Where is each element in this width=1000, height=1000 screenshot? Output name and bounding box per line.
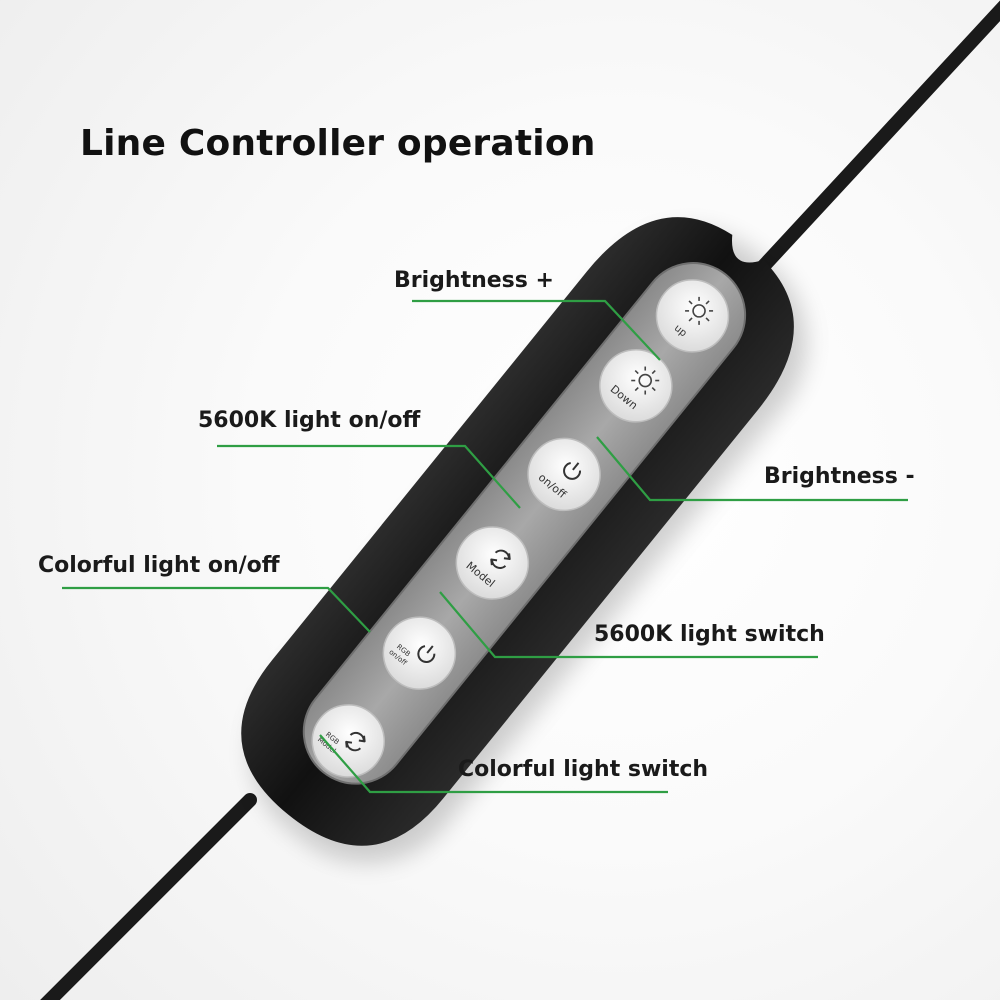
leader-brightness-minus <box>596 436 908 502</box>
cable-upper <box>753 0 1000 277</box>
rgb-model-button[interactable]: RGB Model <box>298 690 399 791</box>
leader-colorful-switch <box>319 734 668 794</box>
callout-5600k-light-onoff: 5600K light on/off <box>198 408 421 433</box>
callout-colorful-light-onoff: Colorful light on/off <box>38 553 280 578</box>
cycle-arrows-icon <box>490 549 511 569</box>
callout-brightness-minus: Brightness - <box>764 464 915 489</box>
leader-5600k-switch <box>439 591 818 659</box>
callout-5600k-light-switch: 5600K light switch <box>594 622 825 647</box>
callout-colorful-light-switch: Colorful light switch <box>458 757 709 782</box>
cable-lower <box>40 793 257 1000</box>
leader-colorful-onoff <box>62 586 371 633</box>
sun-icon <box>685 296 714 325</box>
up-button[interactable]: up <box>642 265 743 366</box>
page-title: Line Controller operation <box>80 123 596 164</box>
model-button[interactable]: Model <box>442 512 543 613</box>
callout-brightness-plus: Brightness + <box>394 268 554 293</box>
rgb-onoff-button[interactable]: RGB on/off <box>369 602 470 703</box>
onoff-button[interactable]: on/off <box>513 424 614 525</box>
leader-brightness-plus <box>412 299 661 361</box>
power-icon <box>563 462 582 480</box>
power-icon-rgb <box>417 645 436 663</box>
cycle-arrows-icon-rgb <box>345 731 366 752</box>
leader-5600k-onoff <box>217 444 521 509</box>
sun-outline-icon <box>631 366 660 395</box>
